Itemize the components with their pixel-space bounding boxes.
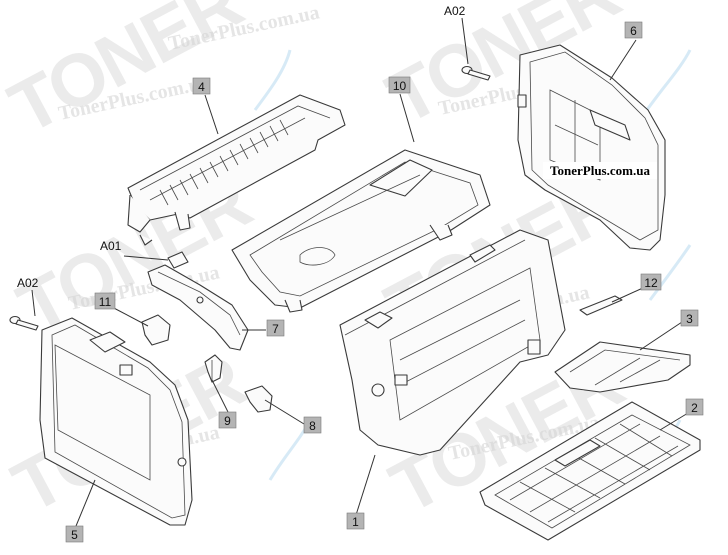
part-2-input-tray (479, 401, 701, 541)
callout-8: 8 (303, 416, 322, 434)
screw-a02-left (9, 315, 39, 331)
svg-text:8: 8 (309, 419, 316, 433)
callout-4: 4 (192, 77, 211, 95)
svg-text:10: 10 (393, 79, 407, 93)
svg-text:4: 4 (198, 80, 205, 94)
part-8-lever (244, 385, 273, 413)
callout-6: 6 (624, 21, 643, 39)
screw-a02-top (461, 65, 491, 81)
part-6-right-side-cover (517, 44, 666, 251)
svg-text:TonerPlus.com.ua: TonerPlus.com.ua (550, 163, 650, 178)
part-3-output-extension (554, 341, 691, 393)
callout-12: 12 (640, 273, 662, 291)
callout-5: 5 (65, 525, 84, 543)
svg-text:1: 1 (352, 515, 359, 529)
svg-text:2: 2 (691, 401, 698, 415)
svg-text:5: 5 (71, 528, 78, 542)
ref-a02-left: A02 (17, 276, 39, 290)
part-4-top-cover (127, 94, 346, 246)
svg-text:7: 7 (272, 322, 279, 336)
callout-1: 1 (346, 512, 365, 530)
callout-2: 2 (685, 398, 704, 416)
callout-9: 9 (218, 411, 237, 429)
svg-text:11: 11 (99, 295, 112, 309)
site-tag: TonerPlus.com.ua (543, 162, 657, 179)
part-1-main-chassis (339, 229, 566, 456)
part-5-left-side-cover (39, 317, 193, 526)
callout-10: 10 (388, 76, 411, 94)
svg-text:6: 6 (630, 24, 637, 38)
svg-text:9: 9 (224, 414, 231, 428)
callout-3: 3 (680, 309, 699, 327)
leader-lines (31, 17, 694, 527)
part-12-label-plate (579, 295, 623, 316)
part-9-spring-lever (204, 354, 223, 383)
watermark-swoosh (648, 244, 692, 301)
watermark-swoosh (253, 49, 292, 111)
callout-7: 7 (266, 319, 285, 337)
callout-11: 11 (94, 292, 116, 310)
ref-a02-top: A02 (444, 4, 466, 18)
part-11-bracket (141, 314, 171, 346)
part-7-guide-bar (147, 264, 249, 351)
part-a01-clip (167, 251, 189, 269)
svg-text:12: 12 (644, 276, 658, 290)
part-10-paper-tray (231, 149, 491, 313)
ref-a01: A01 (100, 239, 122, 253)
svg-text:3: 3 (686, 312, 693, 326)
